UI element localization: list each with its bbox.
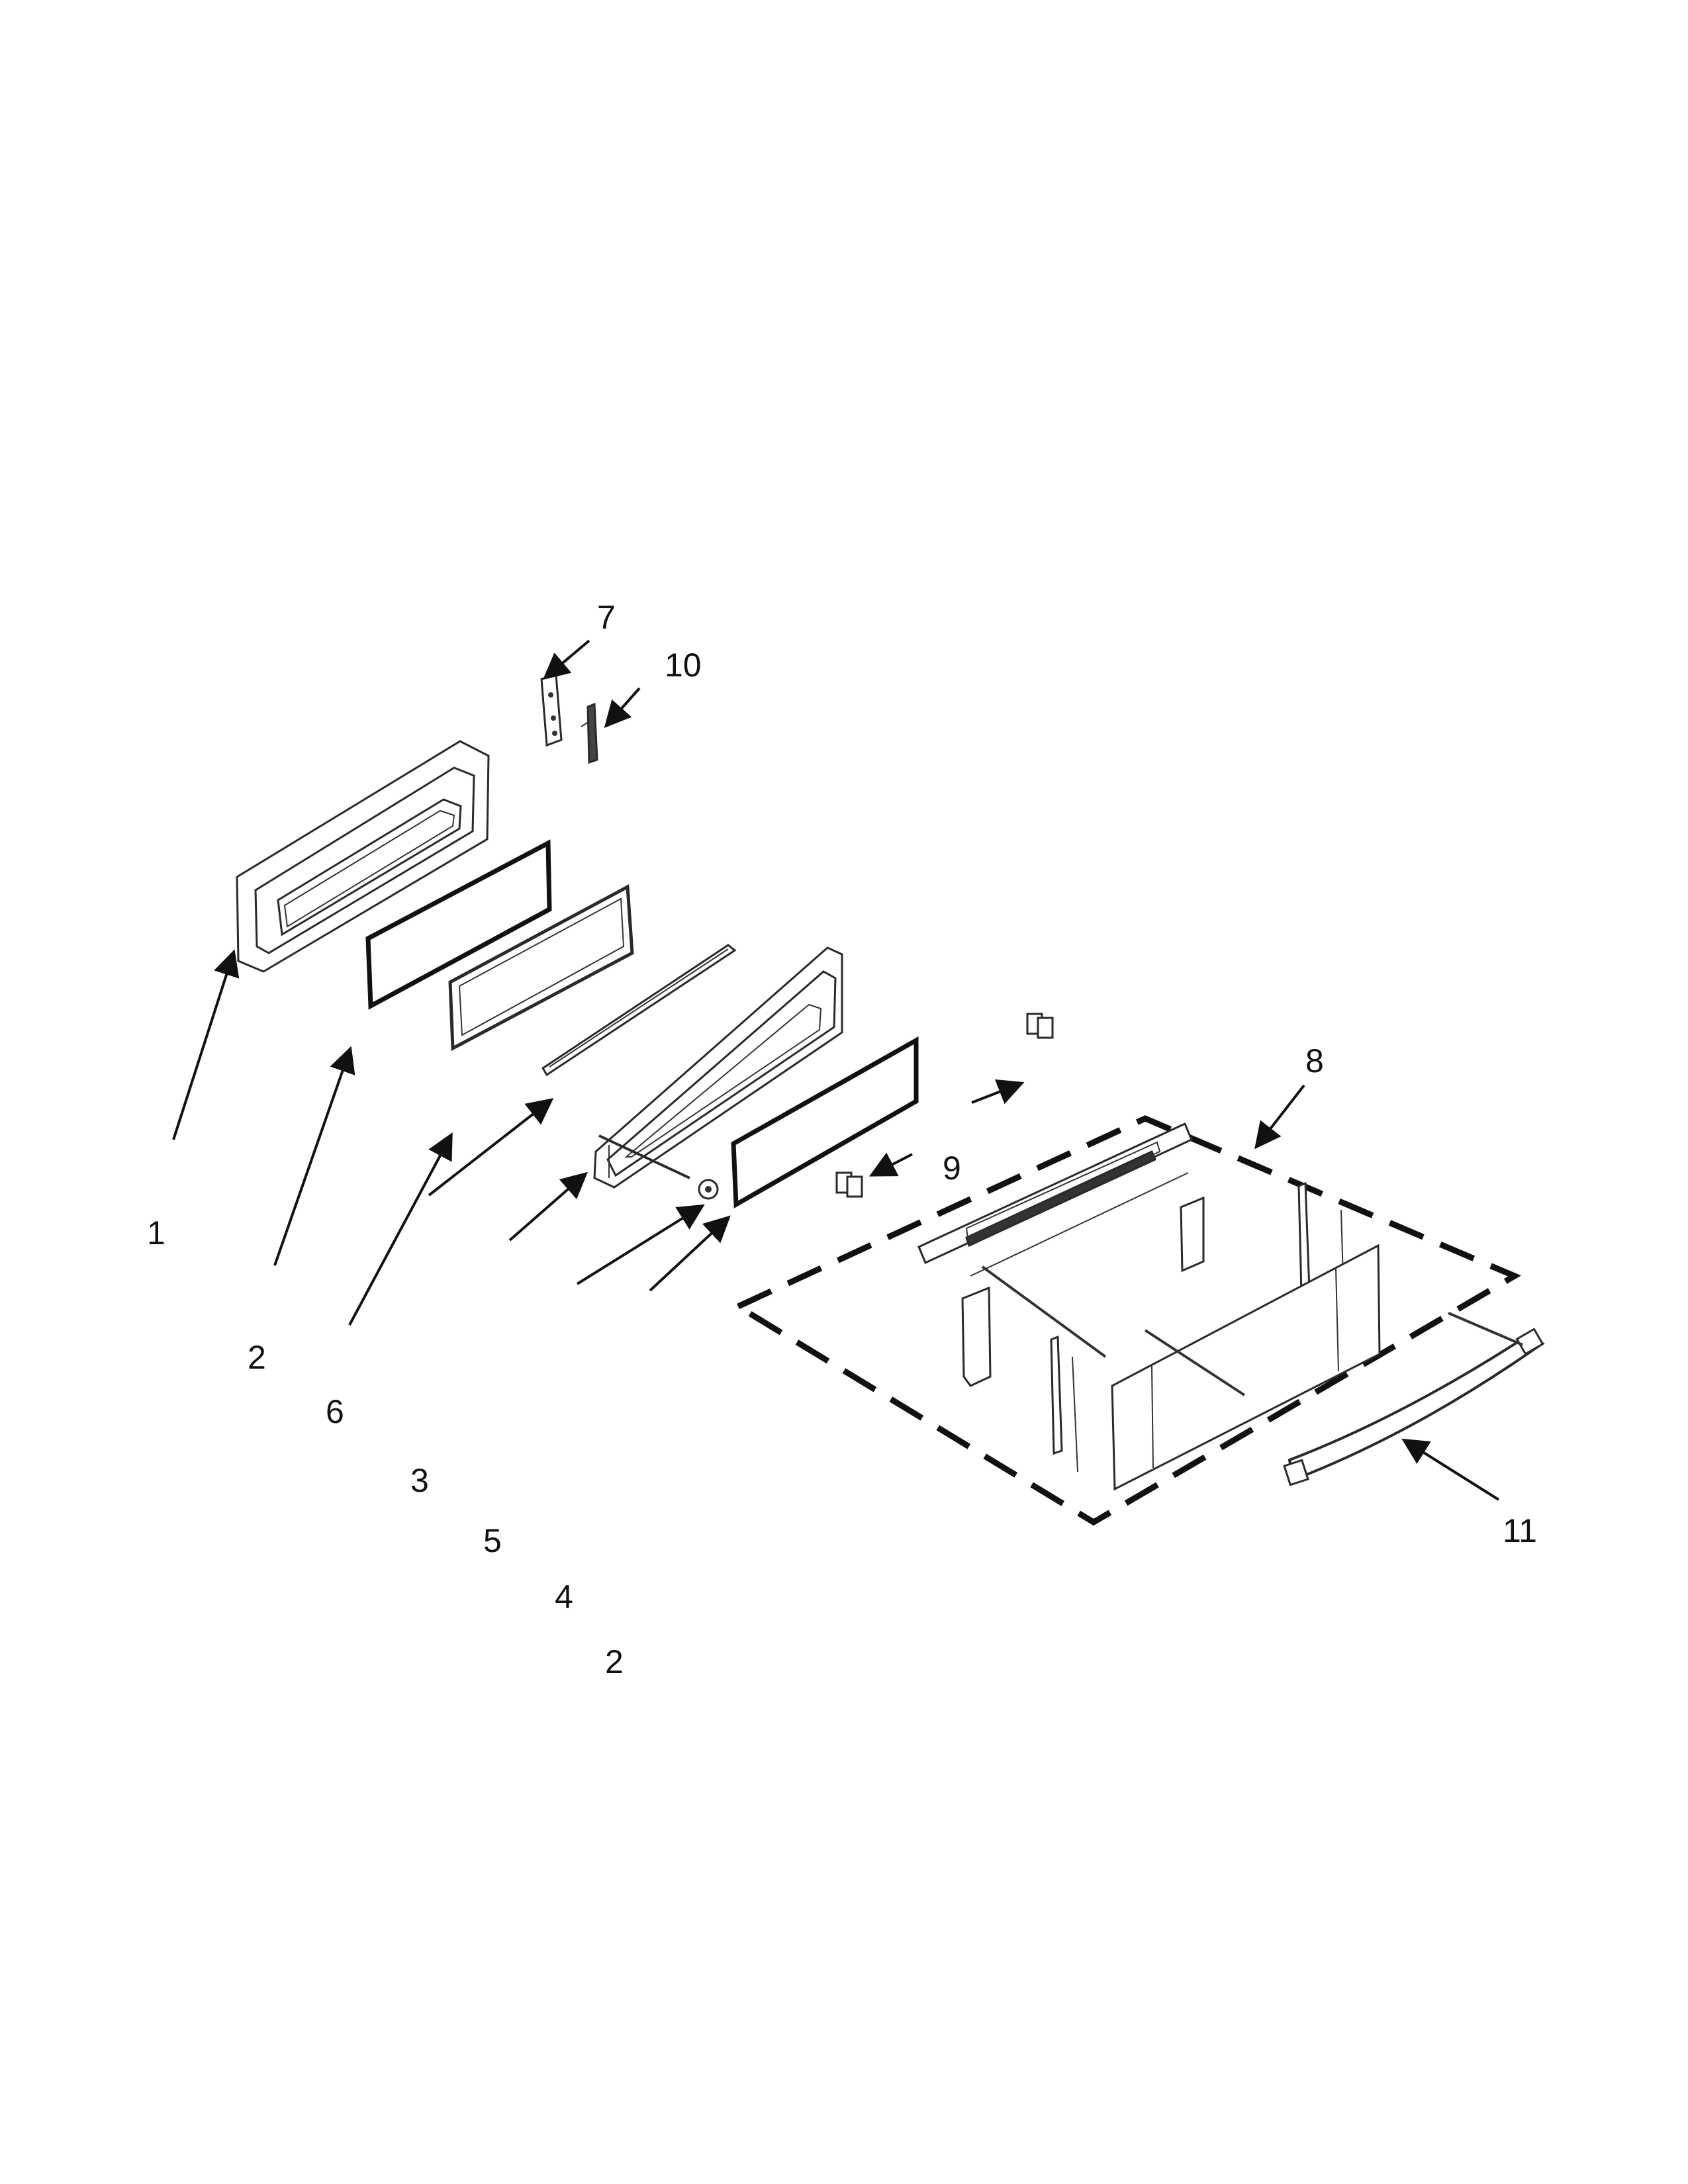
leader-10 (604, 687, 641, 728)
callout-5: 5 (483, 1522, 502, 1559)
callout-2a: 2 (248, 1339, 266, 1376)
drawer-assembly-part (731, 1115, 1521, 1526)
door-gasket-part (448, 884, 634, 1052)
clip-part-lower (835, 1171, 863, 1198)
leader-lines (172, 639, 1500, 1501)
callout-11: 11 (1503, 1512, 1537, 1549)
drawer-handle-part (1283, 1312, 1545, 1486)
leader-6 (348, 1132, 453, 1326)
glass-panel-part-b (731, 1036, 919, 1208)
leader-7 (542, 639, 590, 680)
leader-9-upper (971, 1079, 1025, 1105)
leader-2b (649, 1215, 731, 1292)
callout-9: 9 (943, 1150, 961, 1187)
hinge-receiver-part (581, 702, 598, 764)
callout-6: 6 (326, 1393, 344, 1430)
leader-5 (508, 1171, 588, 1242)
callout-10: 10 (665, 647, 702, 684)
callout-3: 3 (410, 1462, 429, 1499)
leader-8 (1254, 1084, 1305, 1150)
callout-7: 7 (597, 599, 616, 636)
callout-2b: 2 (605, 1643, 624, 1680)
hinge-bracket-part (540, 674, 563, 747)
outer-door-frame-part (236, 740, 490, 973)
glass-panel-part-a (365, 839, 552, 1010)
leader-4 (576, 1204, 705, 1285)
leader-2a (273, 1046, 355, 1266)
door-trim-strip-part (541, 944, 737, 1077)
clip-part-upper (1026, 1013, 1054, 1039)
callout-4: 4 (555, 1578, 573, 1615)
callout-8: 8 (1305, 1042, 1324, 1079)
callout-1: 1 (147, 1214, 165, 1251)
leader-3 (428, 1098, 554, 1197)
door-screw-part (598, 1134, 719, 1200)
callout-labels: 1 2 6 3 5 4 2 7 10 8 9 11 (147, 599, 1537, 1680)
leader-1 (172, 949, 240, 1140)
leader-11 (1401, 1438, 1500, 1501)
inner-door-frame-part (593, 946, 843, 1189)
leader-9-lower (868, 1152, 913, 1177)
